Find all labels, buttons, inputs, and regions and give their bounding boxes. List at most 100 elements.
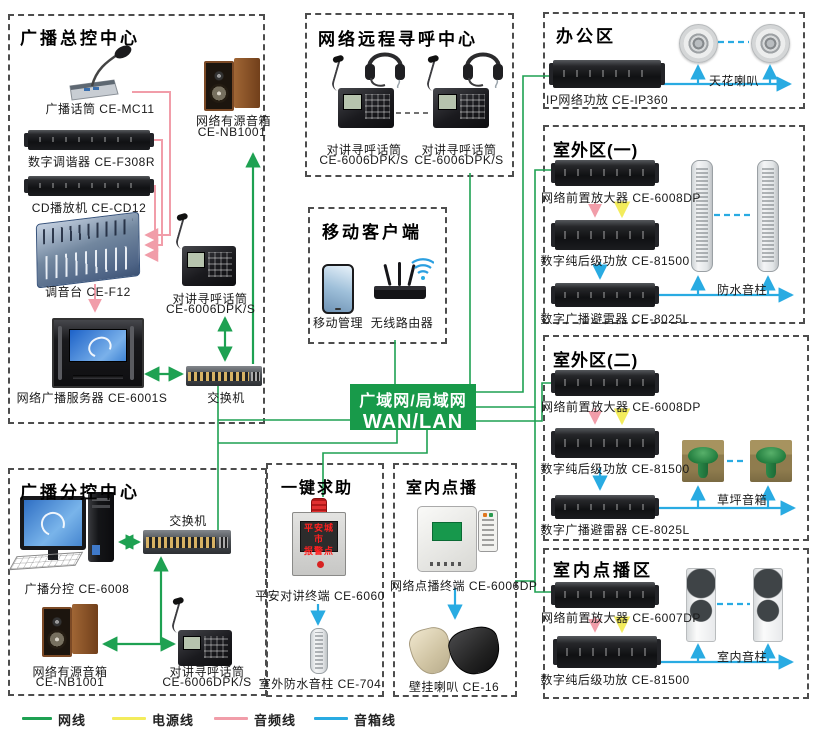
legend-label-network: 网线 (58, 713, 87, 728)
active-speakers-image-sub (42, 604, 98, 657)
net-line-wan-to-help (322, 430, 428, 497)
zone-mobile-client (308, 207, 447, 344)
legend-line-power (112, 717, 146, 720)
label-sub-speakers-1: 网络有源音箱 (32, 665, 108, 679)
label-o1-speakers: 防水音柱 (716, 283, 767, 297)
cd-player-image (24, 176, 154, 196)
label-paging-a1: 对讲寻呼话筒 (326, 143, 402, 157)
wireless-router-image (374, 258, 434, 299)
label-cd: CD播放机 CE-CD12 (31, 201, 147, 215)
net-line-wan-to-office (476, 75, 551, 393)
label-help-terminal: 平安对讲终端 CE-6060 (255, 589, 385, 603)
lawn-speaker-image (682, 440, 724, 482)
mic-boom (370, 77, 386, 87)
poweramp-image-o1 (551, 220, 659, 250)
paging-mic-image-a (330, 60, 394, 128)
zone-outdoor-1 (543, 125, 805, 324)
paging-mic-image-sub (170, 602, 232, 666)
ear-cup (463, 64, 473, 80)
zone-outdoor-2 (543, 335, 809, 541)
zone-title-vod: 室内点播 (406, 480, 479, 497)
speaker-side (234, 58, 260, 108)
label-o1-arrester: 数字广播避雷器 CE-8025L (540, 312, 690, 326)
zone-title-master: 广播总控中心 (20, 29, 140, 48)
label-paging-a2: CE-6006DPK/S (319, 153, 409, 167)
zone-title-outdoor1: 室外区(一) (553, 141, 639, 160)
label-paging-2: CE-6006DPK/S (166, 302, 256, 316)
legend-line-audio (214, 717, 248, 720)
zone-title-mobile: 移动客户端 (322, 223, 422, 242)
indoor-column-speaker (686, 568, 716, 642)
zone-remote-paging (305, 13, 514, 177)
zone-one-key-help (266, 463, 384, 697)
mic-capsule (114, 45, 132, 59)
poweramp-image-o2 (551, 428, 659, 458)
router-top (374, 286, 426, 290)
label-vod-speaker: 壁挂喇叭 CE-16 (408, 680, 500, 694)
label-o2-speakers: 草坪音箱 (716, 493, 767, 507)
legend-line-speaker (314, 717, 348, 720)
remote-control-image (478, 510, 498, 552)
preamp-image-iz (551, 582, 659, 608)
legend-label-speaker: 音箱线 (354, 713, 397, 728)
zone-title-indoor-zone: 室内点播区 (553, 561, 653, 580)
ceiling-speaker-image (679, 24, 718, 63)
label-vod-terminal: 网络点播终端 CE-6006DP (390, 579, 538, 593)
indoor-column-speaker (753, 568, 783, 642)
label-speakers-2: CE-NB1001 (197, 125, 267, 139)
headset-icon (365, 52, 405, 88)
outdoor-waterproof-column (310, 628, 328, 674)
headband (367, 52, 403, 69)
mixer-image (35, 211, 141, 289)
legend-label-audio: 音频线 (254, 713, 297, 728)
speaker-side (72, 604, 98, 654)
zone-title-paging-center: 网络远程寻呼中心 (318, 30, 478, 49)
wifi-icon (414, 264, 432, 269)
label-mixer: 调音台 CE-F12 (45, 285, 131, 299)
label-o1-poweramp: 数字纯后级功放 CE-81500 (540, 254, 690, 268)
pc-monitor-image (20, 496, 86, 560)
antenna (398, 262, 401, 286)
zone-indoor-vod (393, 463, 517, 697)
ear-cup (493, 64, 503, 80)
label-server: 网络广播服务器 CE-6001S (16, 391, 168, 405)
waterproof-column-speaker (691, 160, 713, 272)
switch-image-master (186, 366, 262, 386)
zone-title-office: 办公区 (556, 27, 616, 46)
zone-title-sub-control: 广播分控中心 (20, 483, 140, 502)
gooseneck-mic-image (69, 45, 132, 101)
preamp-image-o2 (551, 370, 659, 396)
zone-title-help: 一键求助 (281, 480, 354, 497)
label-help-speaker: 室外防水音柱 CE-704 (258, 677, 382, 691)
zone-title-outdoor2: 室外区(二) (553, 351, 639, 370)
label-office-amp: IP网络功放 CE-IP360 (546, 93, 669, 107)
smartphone-image (322, 264, 354, 314)
label-switch: 交换机 (207, 391, 245, 405)
label-paging-b1: 对讲寻呼话筒 (421, 143, 497, 157)
label-o2-preamp: 网络前置放大器 CE-6008DP (541, 400, 701, 414)
help-terminal-screen: 平安城市 报警点 (300, 521, 338, 556)
arrester-image-o2 (551, 495, 659, 519)
ceiling-speaker-image (751, 24, 790, 63)
pc-tower-image (88, 492, 114, 562)
paging-mic-image-master (174, 218, 236, 286)
label-o1-preamp: 网络前置放大器 CE-6008DP (541, 191, 701, 205)
preamp-image-o1 (551, 160, 659, 186)
speaker-front (204, 61, 234, 111)
zone-master-control (8, 14, 265, 424)
antenna (407, 264, 416, 286)
label-iz-speakers: 室内音柱 (716, 650, 767, 664)
help-screen-line1: 平安城市 (303, 523, 334, 545)
label-router: 无线路由器 (370, 316, 434, 330)
wifi-icon (411, 258, 434, 264)
label-iz-preamp: 网络前置放大器 CE-6007DP (541, 611, 701, 625)
mic-boom (468, 77, 484, 87)
mic-button (93, 87, 99, 90)
wifi-icon (417, 270, 429, 274)
zone-indoor-ondemand (543, 548, 809, 699)
cable (494, 79, 499, 88)
vod-terminal-image (417, 506, 477, 572)
waterproof-column-speaker (757, 160, 779, 272)
help-screen-line2: 报警点 (303, 545, 334, 556)
